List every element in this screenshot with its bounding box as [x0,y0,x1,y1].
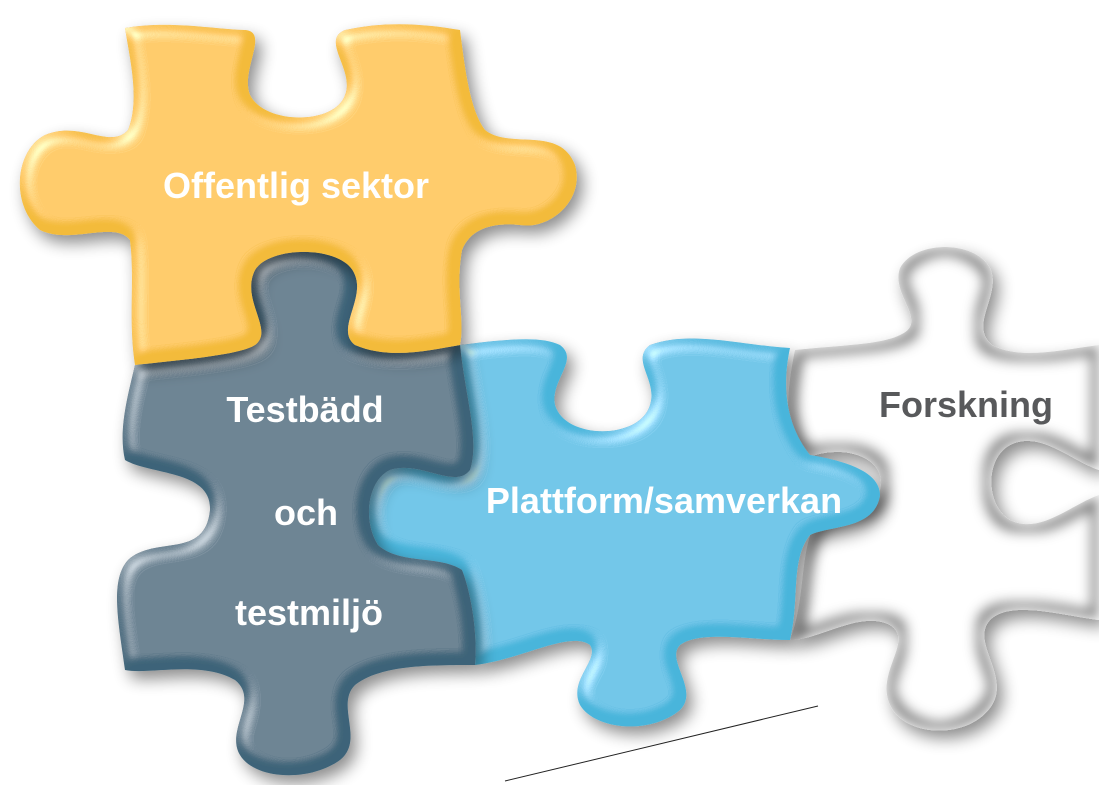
research-label: Forskning [879,384,1053,425]
baseline-line [504,705,819,782]
public-sector-piece [19,24,577,365]
public-sector-label: Offentlig sektor [163,165,429,206]
platform-label: Plattform/samverkan [486,480,842,521]
testbed-label-line-2: och [274,492,338,533]
research-piece [787,247,1099,731]
platform-piece [368,338,880,727]
testbed-label-line-1: Testbädd [226,389,383,430]
testbed-piece [117,251,476,776]
testbed-label-line-3: testmiljö [235,592,383,633]
